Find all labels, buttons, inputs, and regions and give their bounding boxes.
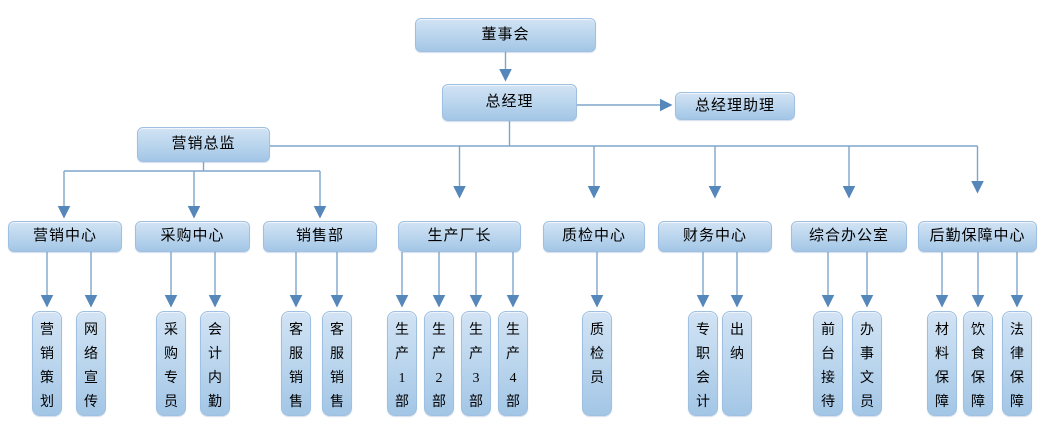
org-node-label: 采购中心 (160, 228, 225, 244)
org-node-label: 综合办公室 (808, 228, 889, 244)
org-node-label: 董事会 (481, 26, 530, 43)
org-node-purchasing-specialist: 采购专员 (156, 311, 186, 416)
org-node-general-office: 综合办公室 (791, 221, 907, 252)
org-node-fulltime-accountant: 专职会计 (688, 311, 718, 416)
org-node-logistics-center: 后勤保障中心 (918, 221, 1037, 252)
org-node-sales-dept: 销售部 (263, 221, 377, 252)
org-node-label: 营销中心 (32, 228, 97, 244)
org-node-label: 生产3部 (469, 323, 483, 410)
org-node-food-support: 饮食保障 (963, 311, 993, 416)
org-node-marketing-planning: 营销策划 (32, 311, 62, 416)
org-node-general-manager: 总经理 (442, 84, 577, 121)
org-node-marketing-director: 营销总监 (137, 127, 270, 162)
org-node-quality-center: 质检中心 (543, 221, 645, 252)
org-node-label: 生产厂长 (427, 228, 492, 244)
org-node-gm-assistant: 总经理助理 (675, 92, 795, 120)
org-node-front-desk: 前台接待 (813, 311, 843, 416)
org-node-production-dept-2: 生产2部 (424, 311, 454, 416)
org-node-production-dept-4: 生产4部 (498, 311, 528, 416)
org-node-production-dept-3: 生产3部 (461, 311, 491, 416)
org-node-board: 董事会 (415, 18, 596, 52)
org-node-label: 生产4部 (506, 323, 520, 410)
org-node-label: 营销总监 (171, 136, 236, 152)
org-node-customer-service-sales-1: 客服销售 (281, 311, 311, 416)
org-node-legal-support: 法律保障 (1002, 311, 1032, 416)
org-node-label: 办事文员 (860, 323, 874, 410)
org-node-label: 总经理 (485, 94, 534, 110)
org-node-label: 后勤保障中心 (929, 228, 1026, 244)
org-node-quality-inspector: 质检员 (582, 311, 612, 416)
org-node-label: 质检员 (590, 323, 604, 386)
org-node-label: 前台接待 (821, 323, 835, 410)
org-node-label: 总经理助理 (694, 97, 775, 114)
org-node-marketing-center: 营销中心 (8, 221, 122, 252)
org-node-label: 客服销售 (330, 323, 344, 410)
org-node-label: 专职会计 (696, 323, 710, 410)
org-node-label: 生产2部 (432, 323, 446, 410)
org-node-label: 出纳 (730, 323, 744, 362)
org-node-label: 材料保障 (935, 323, 949, 410)
org-node-label: 客服销售 (289, 323, 303, 410)
org-node-customer-service-sales-2: 客服销售 (322, 311, 352, 416)
org-node-production-director: 生产厂长 (398, 221, 521, 252)
org-node-purchasing-center: 采购中心 (135, 221, 250, 252)
org-node-label: 生产1部 (395, 323, 409, 410)
org-node-label: 质检中心 (561, 228, 626, 244)
org-node-office-clerk: 办事文员 (852, 311, 882, 416)
org-node-network-promotion: 网络宣传 (76, 311, 106, 416)
org-node-label: 销售部 (295, 228, 344, 244)
org-node-label: 法律保障 (1010, 323, 1024, 410)
org-node-cashier: 出纳 (722, 311, 752, 416)
org-node-material-support: 材料保障 (927, 311, 957, 416)
org-node-accounting-clerk: 会计内勤 (200, 311, 230, 416)
org-node-label: 财务中心 (682, 228, 747, 244)
org-node-label: 会计内勤 (208, 323, 222, 410)
org-node-label: 采购专员 (164, 323, 178, 410)
org-node-production-dept-1: 生产1部 (387, 311, 417, 416)
org-node-finance-center: 财务中心 (658, 221, 772, 252)
org-node-label: 网络宣传 (84, 323, 98, 410)
org-node-label: 营销策划 (40, 323, 54, 410)
org-node-label: 饮食保障 (971, 323, 985, 410)
